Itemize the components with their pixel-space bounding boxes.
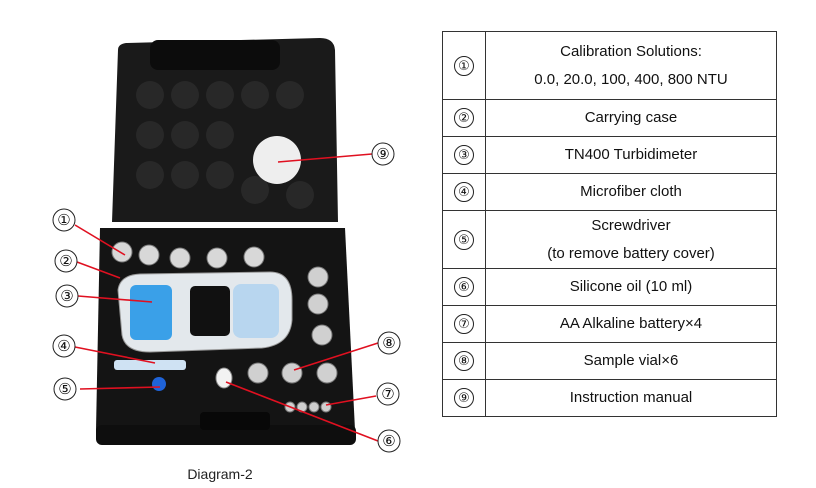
legend-number: ⑥ (454, 277, 474, 297)
legend-number: ② (454, 108, 474, 128)
legend-number: ④ (454, 182, 474, 202)
diagram-caption: Diagram-2 (187, 466, 253, 482)
legend-text: Silicone oil (10 ml) (485, 268, 777, 306)
meter-blue-panel (130, 285, 172, 340)
callout-3: ③ (55, 284, 79, 308)
legend-row: ⑤ Screwdriver (to remove battery cover) (442, 210, 777, 269)
instruction-manual-disc (253, 136, 301, 184)
leader-line (77, 295, 153, 303)
leader-line (277, 153, 373, 163)
legend-text: Microfiber cloth (485, 173, 777, 211)
leader-line (79, 386, 161, 390)
sample-vial (281, 362, 303, 384)
legend-number: ① (454, 55, 474, 76)
svg-text:②: ② (59, 252, 72, 270)
legend-row: ⑧ Sample vial×6 (442, 342, 777, 380)
callout-8: ⑧ (377, 331, 401, 355)
legend-number: ⑤ (454, 229, 474, 250)
legend-number: ⑦ (454, 314, 474, 334)
callout-7: ⑦ (376, 382, 400, 406)
svg-text:⑥: ⑥ (382, 432, 395, 450)
leader-line (293, 342, 379, 371)
calibration-vial (111, 241, 133, 263)
legend-text: Screwdriver (591, 216, 671, 234)
kit-photo-diagram: ① ② ③ ④ ⑤ ⑥ ⑦ ⑧ ⑨ (52, 38, 401, 453)
battery (308, 401, 320, 413)
legend-text: 0.0, 20.0, 100, 400, 800 NTU (534, 70, 728, 88)
legend-number: ③ (454, 145, 474, 165)
sample-vial (247, 362, 269, 384)
legend-text: (to remove battery cover) (547, 244, 715, 262)
sample-vial (307, 266, 329, 288)
calibration-vial (138, 244, 160, 266)
legend-row: ⑥ Silicone oil (10 ml) (442, 268, 777, 306)
leader-line (225, 381, 379, 442)
sample-vial (307, 293, 329, 315)
parts-legend-table: ① Calibration Solutions: 0.0, 20.0, 100, … (442, 31, 777, 417)
callout-9: ⑨ (371, 142, 395, 166)
legend-row: ④ Microfiber cloth (442, 173, 777, 211)
svg-text:③: ③ (60, 287, 73, 305)
sample-vial (311, 324, 333, 346)
legend-text: Instruction manual (485, 379, 777, 417)
silicone-oil-bottle (215, 367, 233, 389)
microfiber-cloth (114, 360, 186, 370)
legend-row: ① Calibration Solutions: 0.0, 20.0, 100, … (442, 31, 777, 100)
svg-text:①: ① (57, 211, 70, 229)
callout-6: ⑥ (377, 429, 401, 453)
legend-row: ③ TN400 Turbidimeter (442, 136, 777, 174)
legend-row: ② Carrying case (442, 99, 777, 137)
calibration-vial (243, 246, 265, 268)
leader-line (76, 261, 121, 279)
leader-line (74, 346, 156, 364)
callout-4: ④ (52, 334, 76, 358)
callout-5: ⑤ (53, 377, 77, 401)
legend-text: Sample vial×6 (485, 342, 777, 380)
leader-line (325, 395, 377, 406)
legend-text: AA Alkaline battery×4 (485, 305, 777, 343)
svg-text:⑨: ⑨ (376, 145, 389, 163)
legend-row: ⑦ AA Alkaline battery×4 (442, 305, 777, 343)
calibration-vial (206, 247, 228, 269)
battery (320, 401, 332, 413)
callout-1: ① (52, 208, 76, 232)
legend-row: ⑨ Instruction manual (442, 379, 777, 417)
svg-text:⑦: ⑦ (381, 385, 394, 403)
meter-display (190, 286, 230, 336)
legend-text: Calibration Solutions: (560, 42, 702, 60)
calibration-vial (169, 247, 191, 269)
legend-number: ⑧ (454, 351, 474, 371)
screwdriver (152, 377, 166, 391)
legend-number: ⑨ (454, 388, 474, 408)
leader-line (74, 224, 126, 256)
sample-vial (316, 362, 338, 384)
legend-text: Carrying case (485, 99, 777, 137)
legend-text: TN400 Turbidimeter (485, 136, 777, 174)
callout-2: ② (54, 249, 78, 273)
svg-text:⑧: ⑧ (382, 334, 395, 352)
svg-text:⑤: ⑤ (58, 380, 71, 398)
svg-text:④: ④ (57, 337, 70, 355)
